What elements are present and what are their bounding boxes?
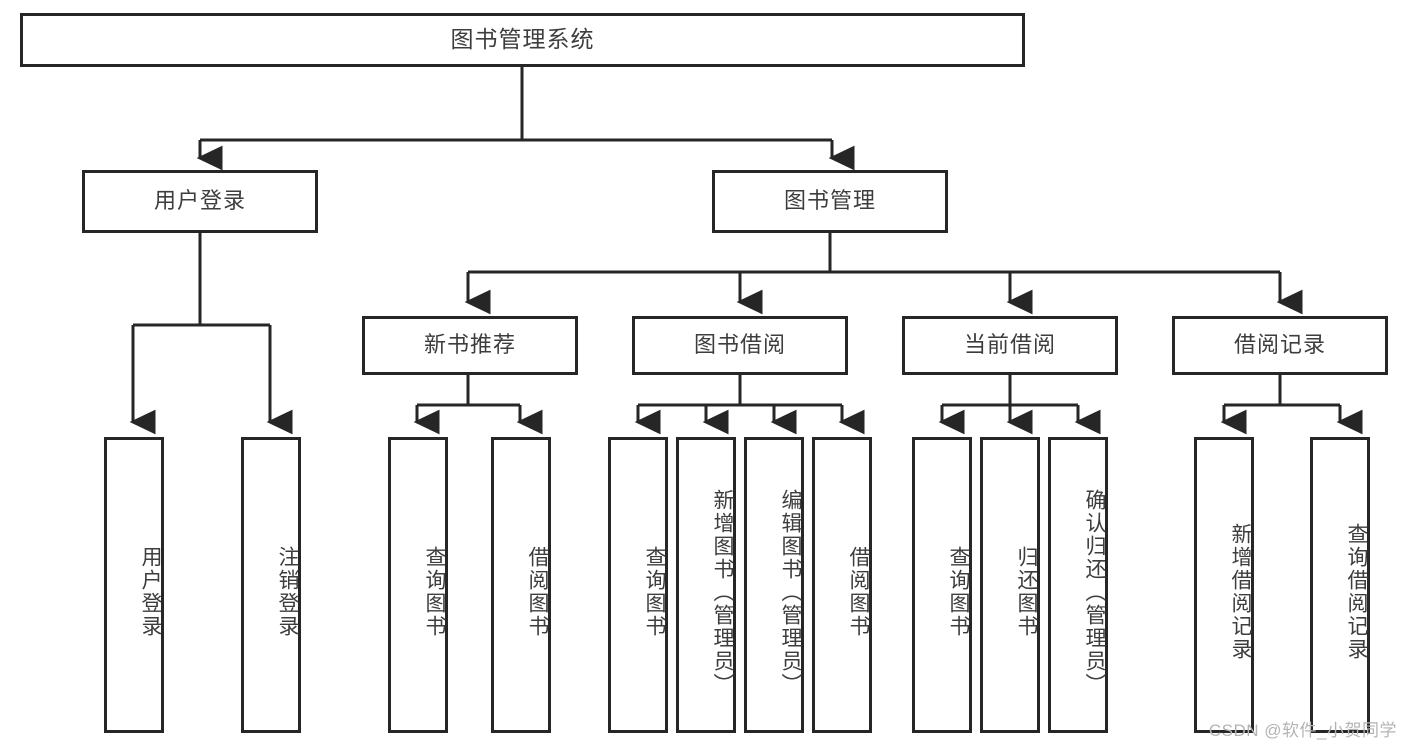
node-user-login[interactable]: 用户登录 [82, 170, 318, 233]
node-label: 查询图书 [423, 546, 446, 638]
node-leaf-user-login[interactable]: 用户登录 [104, 437, 164, 733]
node-leaf-query-book-2[interactable]: 查询图书 [608, 437, 668, 733]
node-leaf-logout[interactable]: 注销登录 [241, 437, 301, 733]
node-label: 图书借阅 [693, 332, 786, 358]
node-leaf-query-record[interactable]: 查询借阅记录 [1310, 437, 1370, 733]
node-leaf-return-book[interactable]: 归还图书 [980, 437, 1040, 733]
node-leaf-query-book-3[interactable]: 查询图书 [912, 437, 972, 733]
node-label: 当前借阅 [963, 332, 1056, 358]
node-leaf-borrow-book-2[interactable]: 借阅图书 [812, 437, 872, 733]
node-label: 图书管理 [783, 188, 876, 214]
node-label: 图书管理系统 [450, 26, 595, 53]
node-label: 归还图书 [1015, 546, 1038, 638]
node-book-borrow[interactable]: 图书借阅 [632, 316, 848, 375]
node-leaf-add-record[interactable]: 新增借阅记录 [1194, 437, 1254, 733]
node-label: 查询图书 [947, 546, 970, 638]
node-leaf-borrow-book-1[interactable]: 借阅图书 [491, 437, 551, 733]
node-label: 新书推荐 [423, 332, 516, 358]
node-label: 编辑图书（管理员） [779, 488, 802, 696]
watermark-text: CSDN @软件_小贺同学 [1208, 721, 1397, 740]
node-label: 借阅图书 [847, 546, 870, 638]
node-leaf-query-book-1[interactable]: 查询图书 [388, 437, 448, 733]
node-new-book-recommend[interactable]: 新书推荐 [362, 316, 578, 375]
node-leaf-edit-book[interactable]: 编辑图书（管理员） [744, 437, 804, 733]
node-book-manage[interactable]: 图书管理 [712, 170, 948, 233]
node-label: 用户登录 [139, 546, 162, 638]
node-label: 借阅记录 [1233, 332, 1326, 358]
node-label: 注销登录 [276, 546, 299, 638]
node-leaf-confirm-return[interactable]: 确认归还（管理员） [1048, 437, 1108, 733]
node-label: 确认归还（管理员） [1083, 488, 1106, 696]
node-label: 新增借阅记录 [1229, 523, 1252, 661]
node-label: 查询借阅记录 [1345, 523, 1368, 661]
node-label: 用户登录 [153, 188, 246, 214]
node-label: 借阅图书 [526, 546, 549, 638]
node-current-borrow[interactable]: 当前借阅 [902, 316, 1118, 375]
node-leaf-add-book[interactable]: 新增图书（管理员） [676, 437, 736, 733]
node-label: 查询图书 [643, 546, 666, 638]
node-root-book-management-system[interactable]: 图书管理系统 [20, 13, 1025, 67]
node-label: 新增图书（管理员） [711, 488, 734, 696]
node-borrow-record[interactable]: 借阅记录 [1172, 316, 1388, 375]
